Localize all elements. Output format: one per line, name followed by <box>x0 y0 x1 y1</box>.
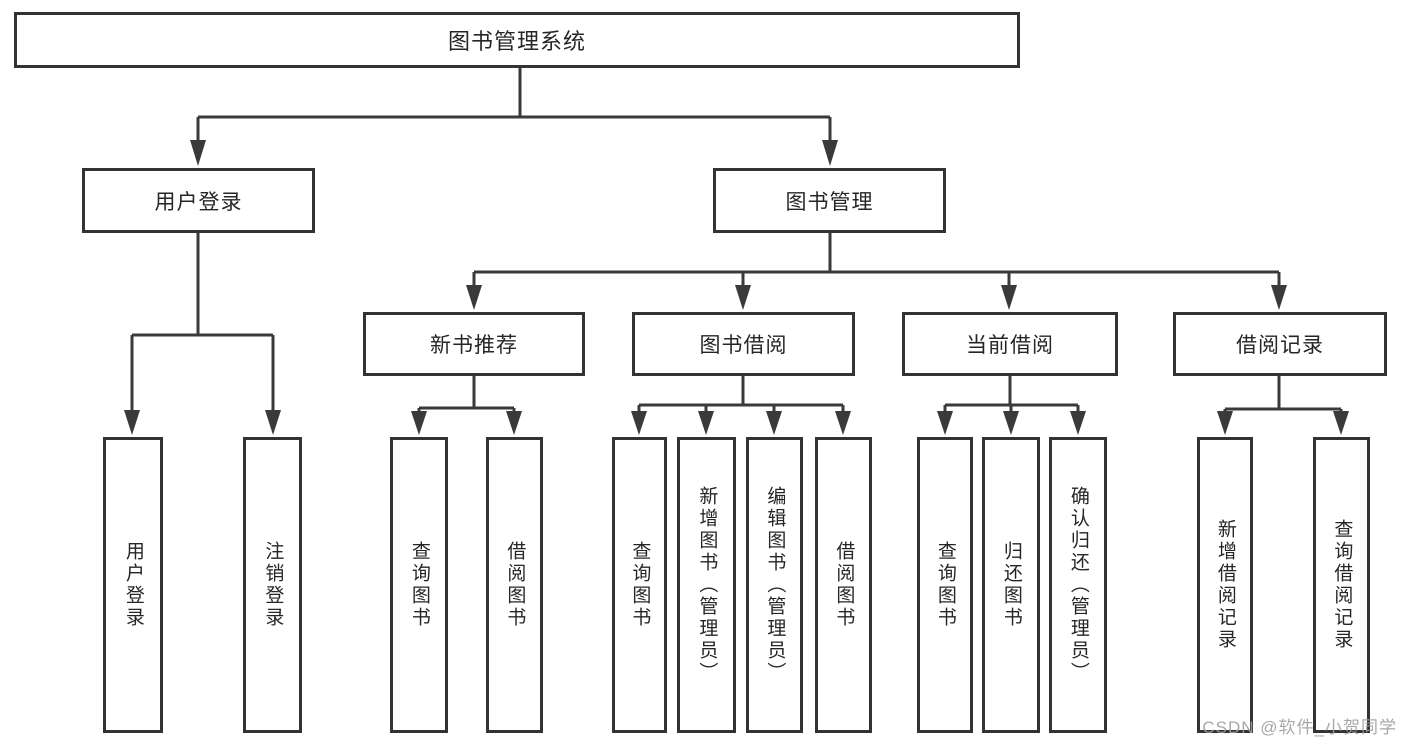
node-label: 图书管理 <box>785 190 874 214</box>
node-leaf-logout: 注销登录 <box>243 437 302 733</box>
node-book-management-branch: 图书管理 <box>713 168 946 233</box>
node-leaf-borrow-book-recommend: 借阅图书 <box>486 437 543 733</box>
node-label: 新增图书（管理员） <box>696 486 718 684</box>
node-label: 归还图书 <box>1000 541 1022 629</box>
node-label: 编辑图书（管理员） <box>764 486 786 684</box>
node-leaf-user-login: 用户登录 <box>103 437 163 733</box>
node-label: 新书推荐 <box>430 334 518 357</box>
node-label: 借阅图书 <box>833 541 855 629</box>
node-label: 用户登录 <box>122 541 144 629</box>
node-leaf-borrow-book: 借阅图书 <box>815 437 872 733</box>
node-leaf-query-borrow-record: 查询借阅记录 <box>1313 437 1370 733</box>
node-current-borrowing: 当前借阅 <box>902 312 1118 376</box>
arrowhead-icons <box>124 140 1349 435</box>
node-label: 用户登录 <box>154 190 243 214</box>
node-leaf-confirm-return-admin: 确认归还（管理员） <box>1049 437 1107 733</box>
node-user-login-branch: 用户登录 <box>82 168 315 233</box>
node-leaf-edit-book-admin: 编辑图书（管理员） <box>746 437 803 733</box>
node-new-book-recommend: 新书推荐 <box>363 312 585 376</box>
node-label: 注销登录 <box>262 541 284 629</box>
node-leaf-return-book: 归还图书 <box>982 437 1040 733</box>
node-label: 图书借阅 <box>699 334 788 357</box>
node-label: 查询图书 <box>934 541 956 629</box>
node-label: 借阅图书 <box>504 541 526 629</box>
node-label: 确认归还（管理员） <box>1067 486 1089 684</box>
node-label: 图书管理系统 <box>447 29 586 54</box>
node-label: 借阅记录 <box>1236 334 1324 357</box>
node-leaf-query-book-recommend: 查询图书 <box>390 437 448 733</box>
node-book-borrowing: 图书借阅 <box>632 312 855 376</box>
node-label: 新增借阅记录 <box>1214 519 1236 651</box>
node-leaf-add-borrow-record: 新增借阅记录 <box>1197 437 1253 733</box>
node-label: 查询借阅记录 <box>1331 519 1353 651</box>
node-borrowing-records: 借阅记录 <box>1173 312 1387 376</box>
node-leaf-add-book-admin: 新增图书（管理员） <box>677 437 736 733</box>
node-leaf-query-book-borrowing: 查询图书 <box>612 437 667 733</box>
node-label: 查询图书 <box>629 541 651 629</box>
node-library-management-system: 图书管理系统 <box>14 12 1020 68</box>
node-label: 查询图书 <box>408 541 430 629</box>
node-label: 当前借阅 <box>966 334 1054 357</box>
node-leaf-query-book-current: 查询图书 <box>917 437 973 733</box>
